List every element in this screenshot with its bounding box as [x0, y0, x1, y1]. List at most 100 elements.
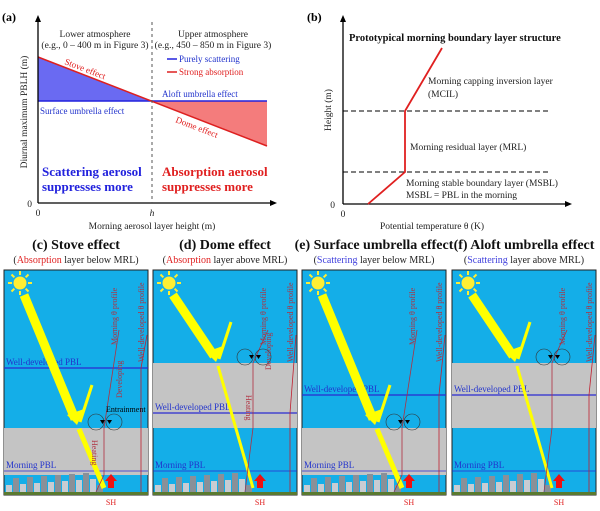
sun-ray	[472, 273, 478, 279]
building	[353, 475, 359, 495]
panel-title: (e) Surface umbrella effect	[295, 238, 454, 253]
reflected-beam	[516, 321, 532, 360]
lower-atmosphere-title: Lower atmosphere	[60, 30, 131, 40]
scene-panel: (f) Aloft umbrella effect(Scattering lay…	[451, 238, 597, 507]
subtitle-rest: layer below MRL)	[357, 255, 434, 266]
sun-ray	[159, 287, 165, 293]
well-developed-theta-profile	[289, 334, 297, 492]
building	[76, 480, 82, 495]
solar-arrowhead	[505, 346, 522, 362]
transmitted-beam	[374, 428, 405, 489]
building	[20, 484, 26, 495]
sun-icon	[13, 276, 27, 290]
ground	[4, 492, 148, 495]
reflected-beam	[78, 384, 94, 423]
lower-atmosphere-sub: (e.g., 0 – 400 m in Figure 3)	[41, 40, 148, 51]
upper-atmosphere-sub: (e.g., 450 – 850 m in Figure 3)	[155, 40, 272, 51]
building	[41, 476, 47, 495]
developing-label: Developing	[115, 361, 124, 398]
panel-a: (a) Lower atmosphere (e.g., 0 – 400 m in…	[2, 10, 277, 232]
aloft-umbrella-label: Aloft umbrella effect	[162, 89, 238, 99]
sh-label: SH	[554, 498, 564, 507]
entrainment-marker	[405, 420, 410, 424]
morning-pbl-label: Morning PBL	[155, 460, 205, 470]
ground	[153, 492, 297, 495]
solar-beam	[468, 292, 517, 359]
building	[524, 480, 530, 495]
absorption-conclusion-2: suppresses more	[162, 179, 253, 194]
entrainment-marker	[398, 420, 403, 424]
well-developed-pbl-label: Well-developed PBL	[6, 357, 82, 367]
entrainment-marker	[107, 420, 112, 424]
building	[62, 481, 68, 495]
reflected-beam	[217, 321, 233, 360]
building	[55, 475, 61, 495]
well-profile-label: Well-developed θ profile	[585, 282, 594, 362]
building	[531, 473, 537, 495]
building	[454, 485, 460, 495]
morning-profile-label: Morning θ profile	[408, 287, 417, 345]
sun-ray	[10, 287, 16, 293]
sun-ray	[24, 273, 30, 279]
building	[162, 478, 168, 495]
y-axis-label: Height (m)	[323, 89, 334, 131]
building	[545, 485, 551, 495]
morning-theta-profile	[244, 329, 269, 493]
solar-beam	[169, 292, 218, 359]
well-developed-theta-profile	[140, 334, 148, 492]
well-developed-theta-profile	[588, 334, 596, 492]
eddy-icon	[105, 413, 123, 431]
well-developed-pbl-label: Well-developed PBL	[454, 384, 530, 394]
building	[204, 475, 210, 495]
morning-pbl-label: Morning PBL	[304, 460, 354, 470]
sun-ray	[173, 287, 179, 293]
panel-subtitle: (Absorption layer above MRL)	[163, 255, 288, 266]
theta-profile	[367, 47, 443, 205]
building	[510, 481, 516, 495]
building	[475, 477, 481, 495]
morning-theta-profile	[543, 329, 568, 493]
sun-ray	[10, 273, 16, 279]
panel-title: (c) Stove effect	[32, 238, 120, 253]
building	[239, 479, 245, 495]
panel-a-label: (a)	[2, 10, 16, 24]
scattering-conclusion-2: suppresses more	[42, 179, 133, 194]
building	[482, 483, 488, 495]
aerosol-layer	[4, 428, 148, 475]
y-axis-label: Diurnal maximum PBLH (m)	[19, 56, 30, 169]
morning-pbl-label: Morning PBL	[6, 460, 56, 470]
sensible-heat-arrow	[254, 474, 266, 488]
aerosol-type: Absorption	[17, 255, 62, 266]
building	[211, 481, 217, 495]
panel-subtitle: (Absorption layer below MRL)	[13, 255, 138, 266]
aerosol-type: Absorption	[166, 255, 211, 266]
sensible-heat-arrow	[553, 474, 565, 488]
eddy-icon	[553, 348, 571, 366]
heating-label: Heating	[90, 440, 99, 465]
sun-ray	[322, 273, 328, 279]
building	[190, 476, 196, 495]
subtitle-rest: layer below MRL)	[62, 255, 139, 266]
ground	[452, 492, 596, 495]
x-zero: 0	[36, 209, 41, 219]
building	[360, 481, 366, 495]
building	[381, 473, 387, 495]
mrl-label: Morning residual layer (MRL)	[410, 142, 526, 153]
building	[176, 477, 182, 495]
sun-ray	[472, 287, 478, 293]
building	[388, 479, 394, 495]
eddy-icon	[535, 348, 553, 366]
building	[27, 477, 33, 495]
building	[169, 484, 175, 495]
sun-icon	[311, 276, 325, 290]
panel-b: (b) Prototypical morning boundary layer …	[307, 10, 572, 232]
entrainment-marker	[256, 355, 261, 359]
eddy-icon	[403, 413, 421, 431]
eddy-icon	[236, 348, 254, 366]
scene-panels: (c) Stove effect (Absorption layer below …	[3, 238, 597, 507]
building	[225, 480, 231, 495]
building	[34, 483, 40, 495]
developing-label: Developing	[264, 333, 273, 370]
msbl-label: Morning stable boundary layer (MSBL)	[406, 178, 558, 189]
